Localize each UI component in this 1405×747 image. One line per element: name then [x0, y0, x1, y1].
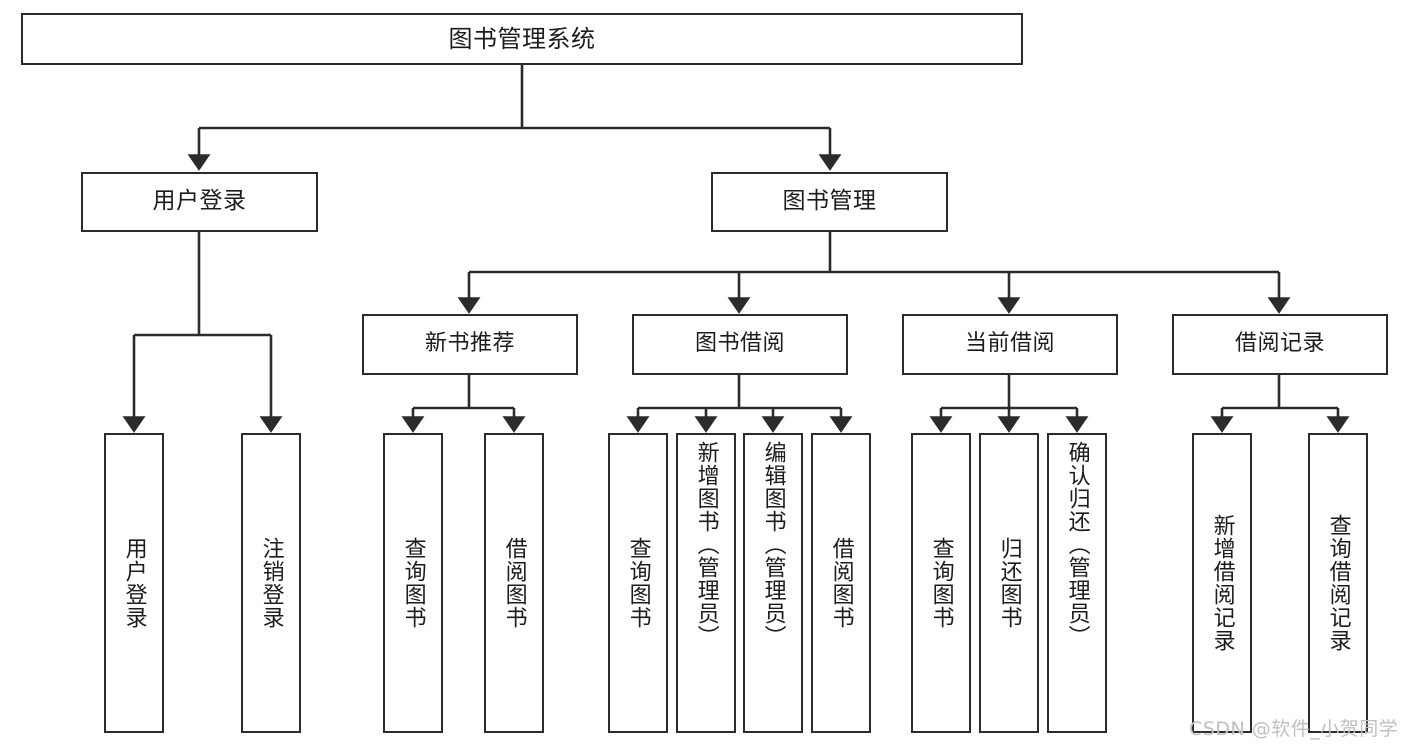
node-label: 确认归还（管理员） — [1064, 441, 1090, 648]
leaf-add-book-admin[interactable]: 新增图书（管理员） — [676, 433, 736, 733]
node-label: 归还图书 — [996, 537, 1022, 629]
leaf-user-login[interactable]: 用户登录 — [104, 433, 164, 733]
node-label: 借阅记录 — [1234, 331, 1325, 357]
leaf-borrow-book[interactable]: 借阅图书 — [811, 433, 871, 733]
csdn-watermark: CSDN @软件_小贺同学 — [1189, 718, 1399, 740]
node-label: 查询图书 — [400, 537, 426, 629]
node-label: 编辑图书（管理员） — [760, 441, 786, 648]
node-label: 注销登录 — [258, 537, 284, 629]
node-label: 新增图书（管理员） — [693, 441, 719, 648]
node-label: 图书管理 — [782, 188, 877, 215]
node-label: 用户登录 — [152, 188, 247, 215]
node-book-borrow[interactable]: 图书借阅 — [632, 314, 848, 375]
node-current-borrow[interactable]: 当前借阅 — [902, 314, 1118, 375]
node-label: 查询图书 — [928, 537, 954, 629]
node-book-management[interactable]: 图书管理 — [711, 172, 948, 232]
node-label: 新书推荐 — [424, 331, 515, 357]
node-label: 查询借阅记录 — [1325, 514, 1351, 652]
node-new-book-recommend[interactable]: 新书推荐 — [362, 314, 578, 375]
leaf-confirm-return-admin[interactable]: 确认归还（管理员） — [1047, 433, 1107, 733]
node-label: 当前借阅 — [964, 331, 1055, 357]
leaf-return-book[interactable]: 归还图书 — [979, 433, 1039, 733]
node-user-login[interactable]: 用户登录 — [81, 172, 318, 232]
node-label: 新增借阅记录 — [1209, 514, 1235, 652]
leaf-borrow-book-new[interactable]: 借阅图书 — [484, 433, 544, 733]
node-label: 借阅图书 — [828, 537, 854, 629]
leaf-edit-book-admin[interactable]: 编辑图书（管理员） — [743, 433, 803, 733]
node-borrow-records[interactable]: 借阅记录 — [1172, 314, 1388, 375]
node-root[interactable]: 图书管理系统 — [21, 13, 1023, 65]
leaf-add-borrow-record[interactable]: 新增借阅记录 — [1192, 433, 1252, 733]
node-label: 借阅图书 — [501, 537, 527, 629]
node-label: 查询图书 — [625, 537, 651, 629]
node-label: 图书管理系统 — [448, 24, 596, 53]
leaf-query-book-borrow[interactable]: 查询图书 — [608, 433, 668, 733]
leaf-logout[interactable]: 注销登录 — [241, 433, 301, 733]
leaf-query-book-current[interactable]: 查询图书 — [911, 433, 971, 733]
leaf-query-book-new[interactable]: 查询图书 — [383, 433, 443, 733]
node-label: 图书借阅 — [694, 331, 785, 357]
node-label: 用户登录 — [121, 537, 147, 629]
leaf-query-borrow-record[interactable]: 查询借阅记录 — [1308, 433, 1368, 733]
